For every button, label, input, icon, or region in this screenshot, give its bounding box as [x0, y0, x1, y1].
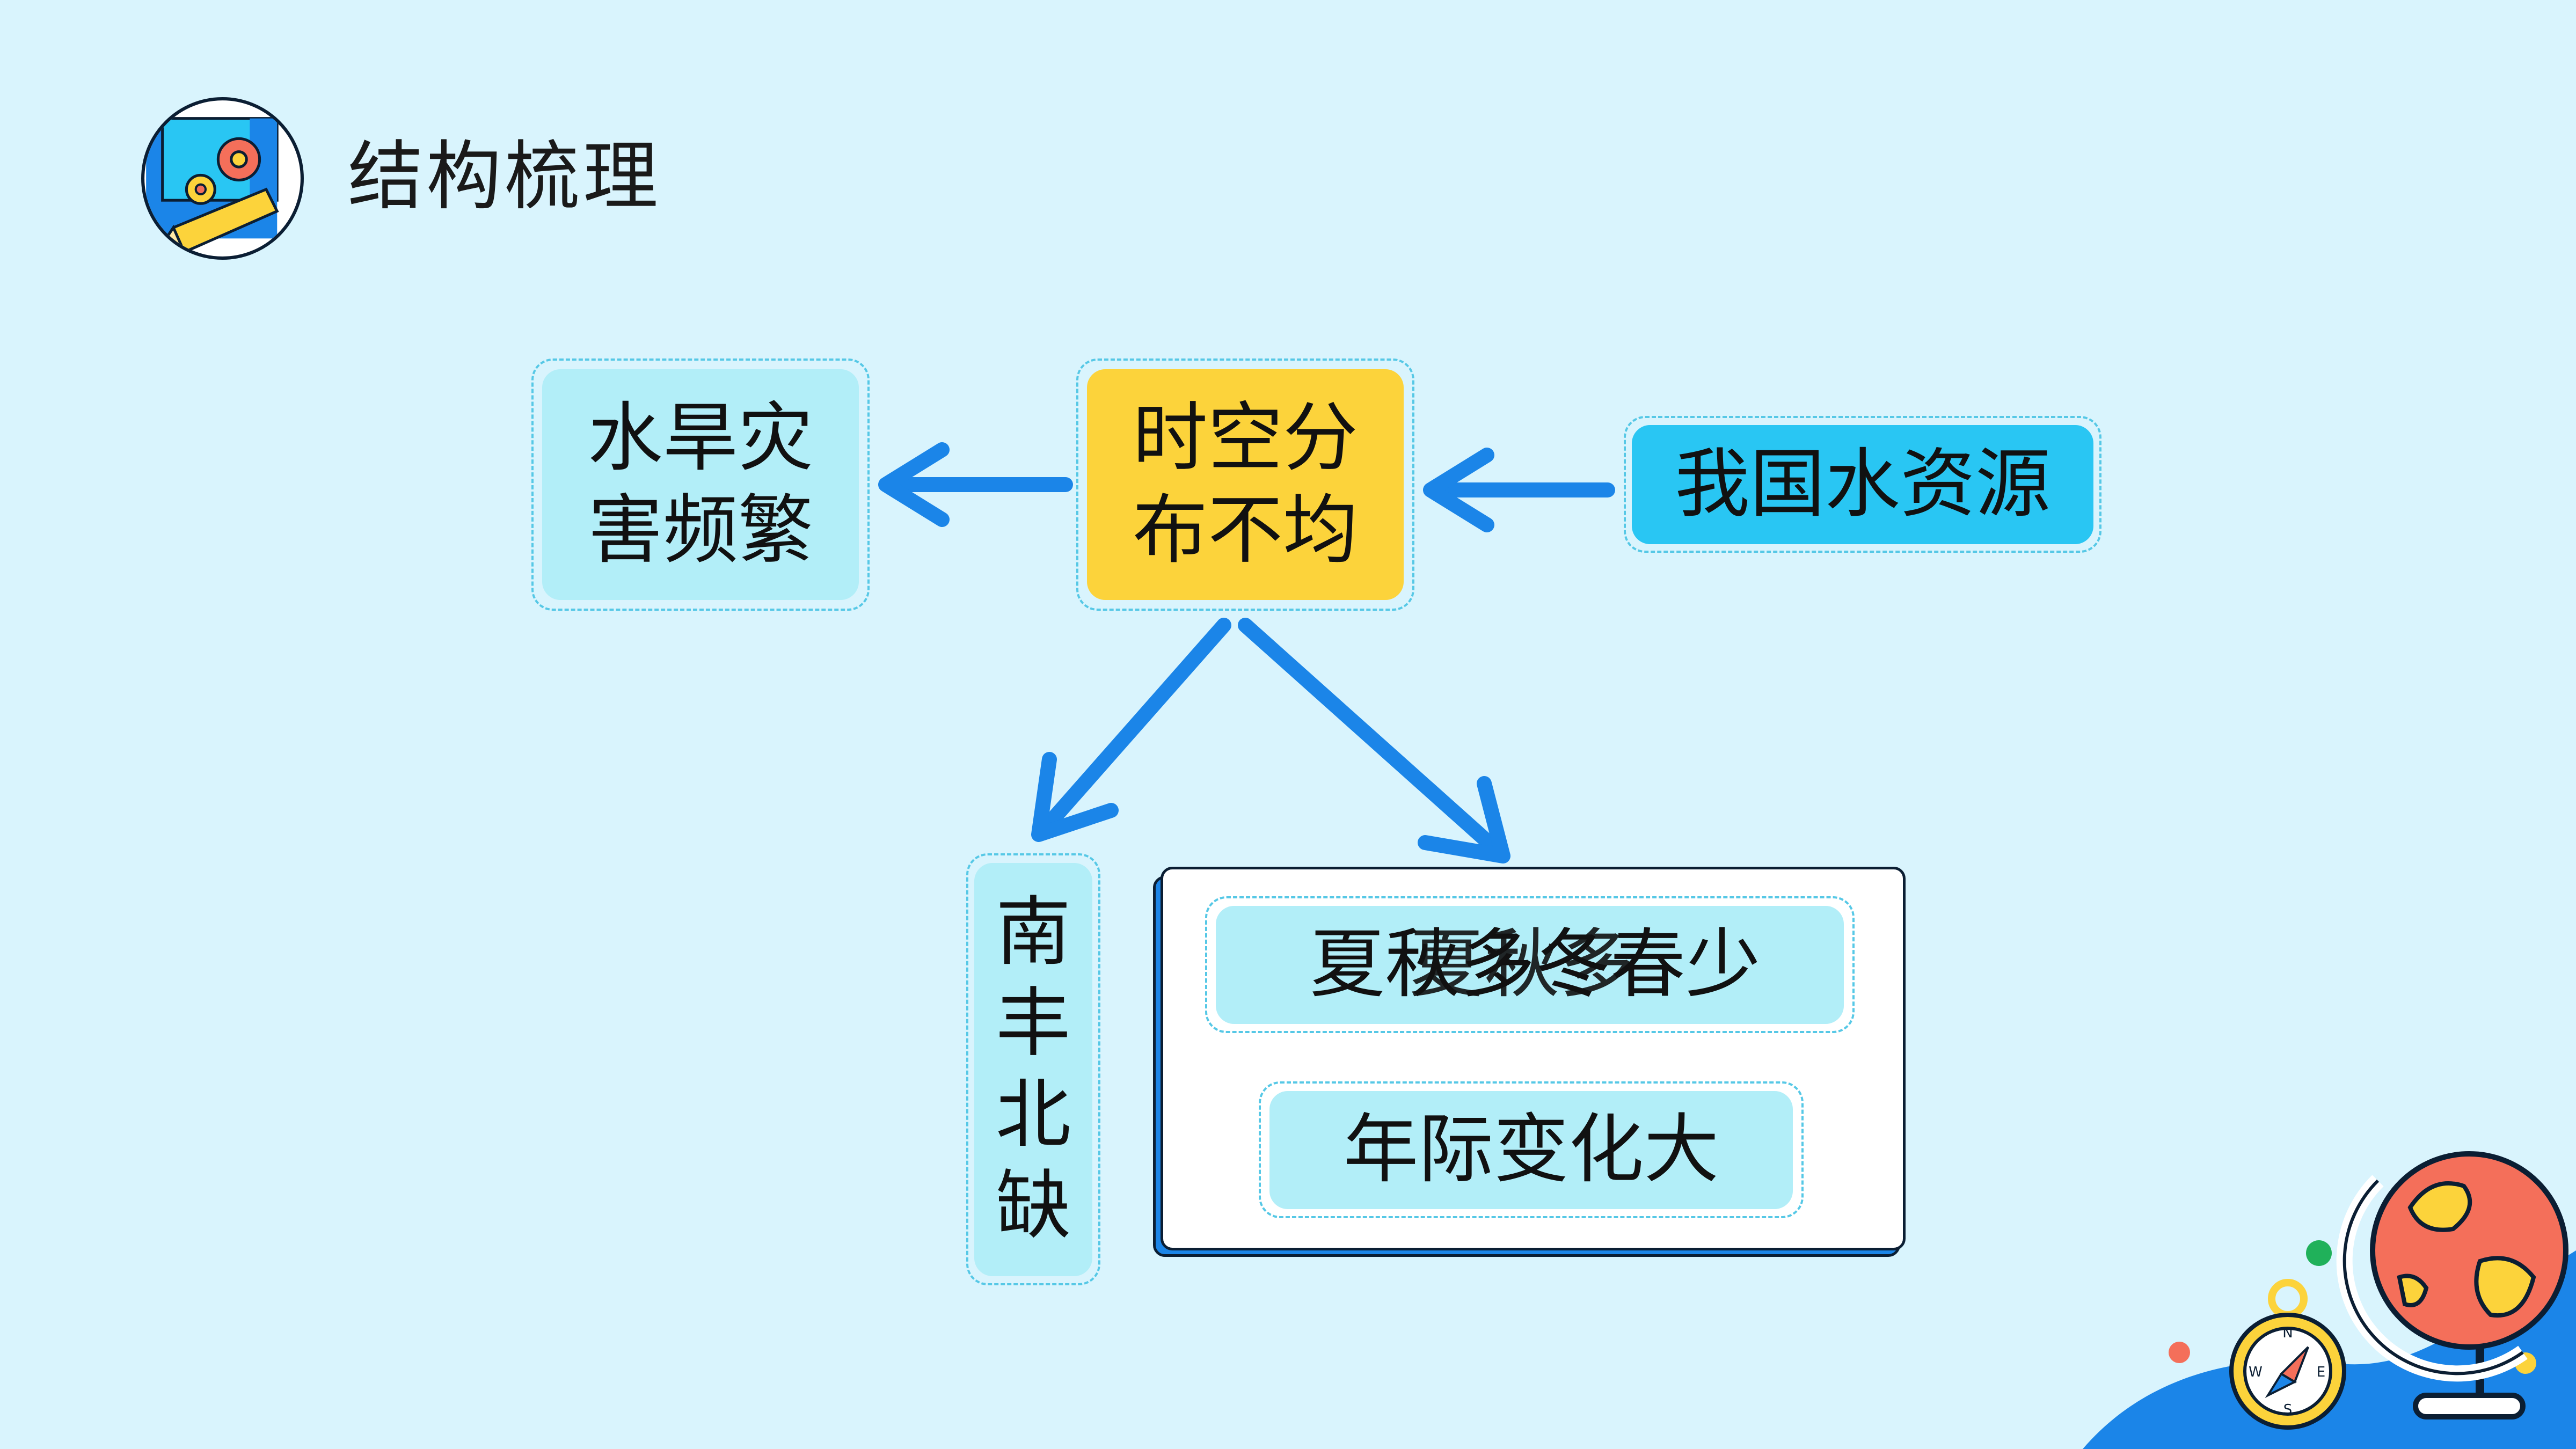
- arrow-center-to-panel: [1238, 618, 1505, 858]
- annual-node-label: 年际变化大: [1343, 1106, 1719, 1194]
- seasonal-node-label: 夏秋多冬春少: [1309, 921, 1761, 1008]
- settings-pencil-icon: [141, 97, 304, 260]
- southnorth-node: 南 丰 北 缺: [974, 863, 1092, 1276]
- center-node-line-2: 布不均: [1132, 487, 1358, 574]
- seasonal-node-overlap: 夏秋多: [1409, 921, 1635, 1008]
- source-node-label: 我国水资源: [1674, 441, 2050, 528]
- center-node-frame: [1076, 358, 1414, 611]
- compass-icon: N S W E: [2229, 1279, 2346, 1430]
- svg-text:W: W: [2249, 1364, 2263, 1380]
- dot-decoration: [2169, 1342, 2190, 1363]
- disaster-node-line-1: 水旱灾: [587, 394, 813, 482]
- southnorth-char-3: 北: [995, 1071, 1071, 1159]
- disaster-node-line-2: 害频繁: [587, 487, 813, 574]
- seasonal-node: 夏秋多冬春少 夏秋多: [1216, 906, 1844, 1024]
- arrowhead-center-to-left: [878, 442, 950, 527]
- source-node-frame: [1624, 416, 2101, 553]
- globe-icon: [2336, 1151, 2568, 1419]
- disaster-node: 水旱灾 害频繁: [542, 369, 859, 600]
- southnorth-node-frame: [966, 853, 1100, 1285]
- center-node: 时空分 布不均: [1087, 369, 1404, 600]
- center-node-line-1: 时空分: [1132, 394, 1358, 482]
- seasonal-node-frame: [1205, 896, 1855, 1033]
- dot-decoration: [2306, 1240, 2332, 1266]
- disaster-node-frame: [531, 358, 870, 611]
- page-title: 结构梳理: [348, 133, 662, 221]
- arrowhead-source-to-center: [1423, 448, 1494, 532]
- source-node: 我国水资源: [1632, 425, 2093, 544]
- southnorth-char-2: 丰: [995, 980, 1071, 1067]
- svg-text:E: E: [2317, 1364, 2325, 1380]
- svg-text:S: S: [2283, 1402, 2293, 1418]
- arrowhead-center-to-southnorth: [1031, 752, 1119, 842]
- arrowhead-center-to-panel: [1418, 776, 1510, 863]
- annual-node-frame: [1259, 1081, 1804, 1218]
- southnorth-char-4: 缺: [995, 1162, 1071, 1250]
- annual-node: 年际变化大: [1269, 1091, 1793, 1209]
- arrow-center-to-southnorth: [1037, 618, 1231, 837]
- southnorth-char-1: 南: [995, 889, 1071, 976]
- svg-text:N: N: [2282, 1325, 2293, 1341]
